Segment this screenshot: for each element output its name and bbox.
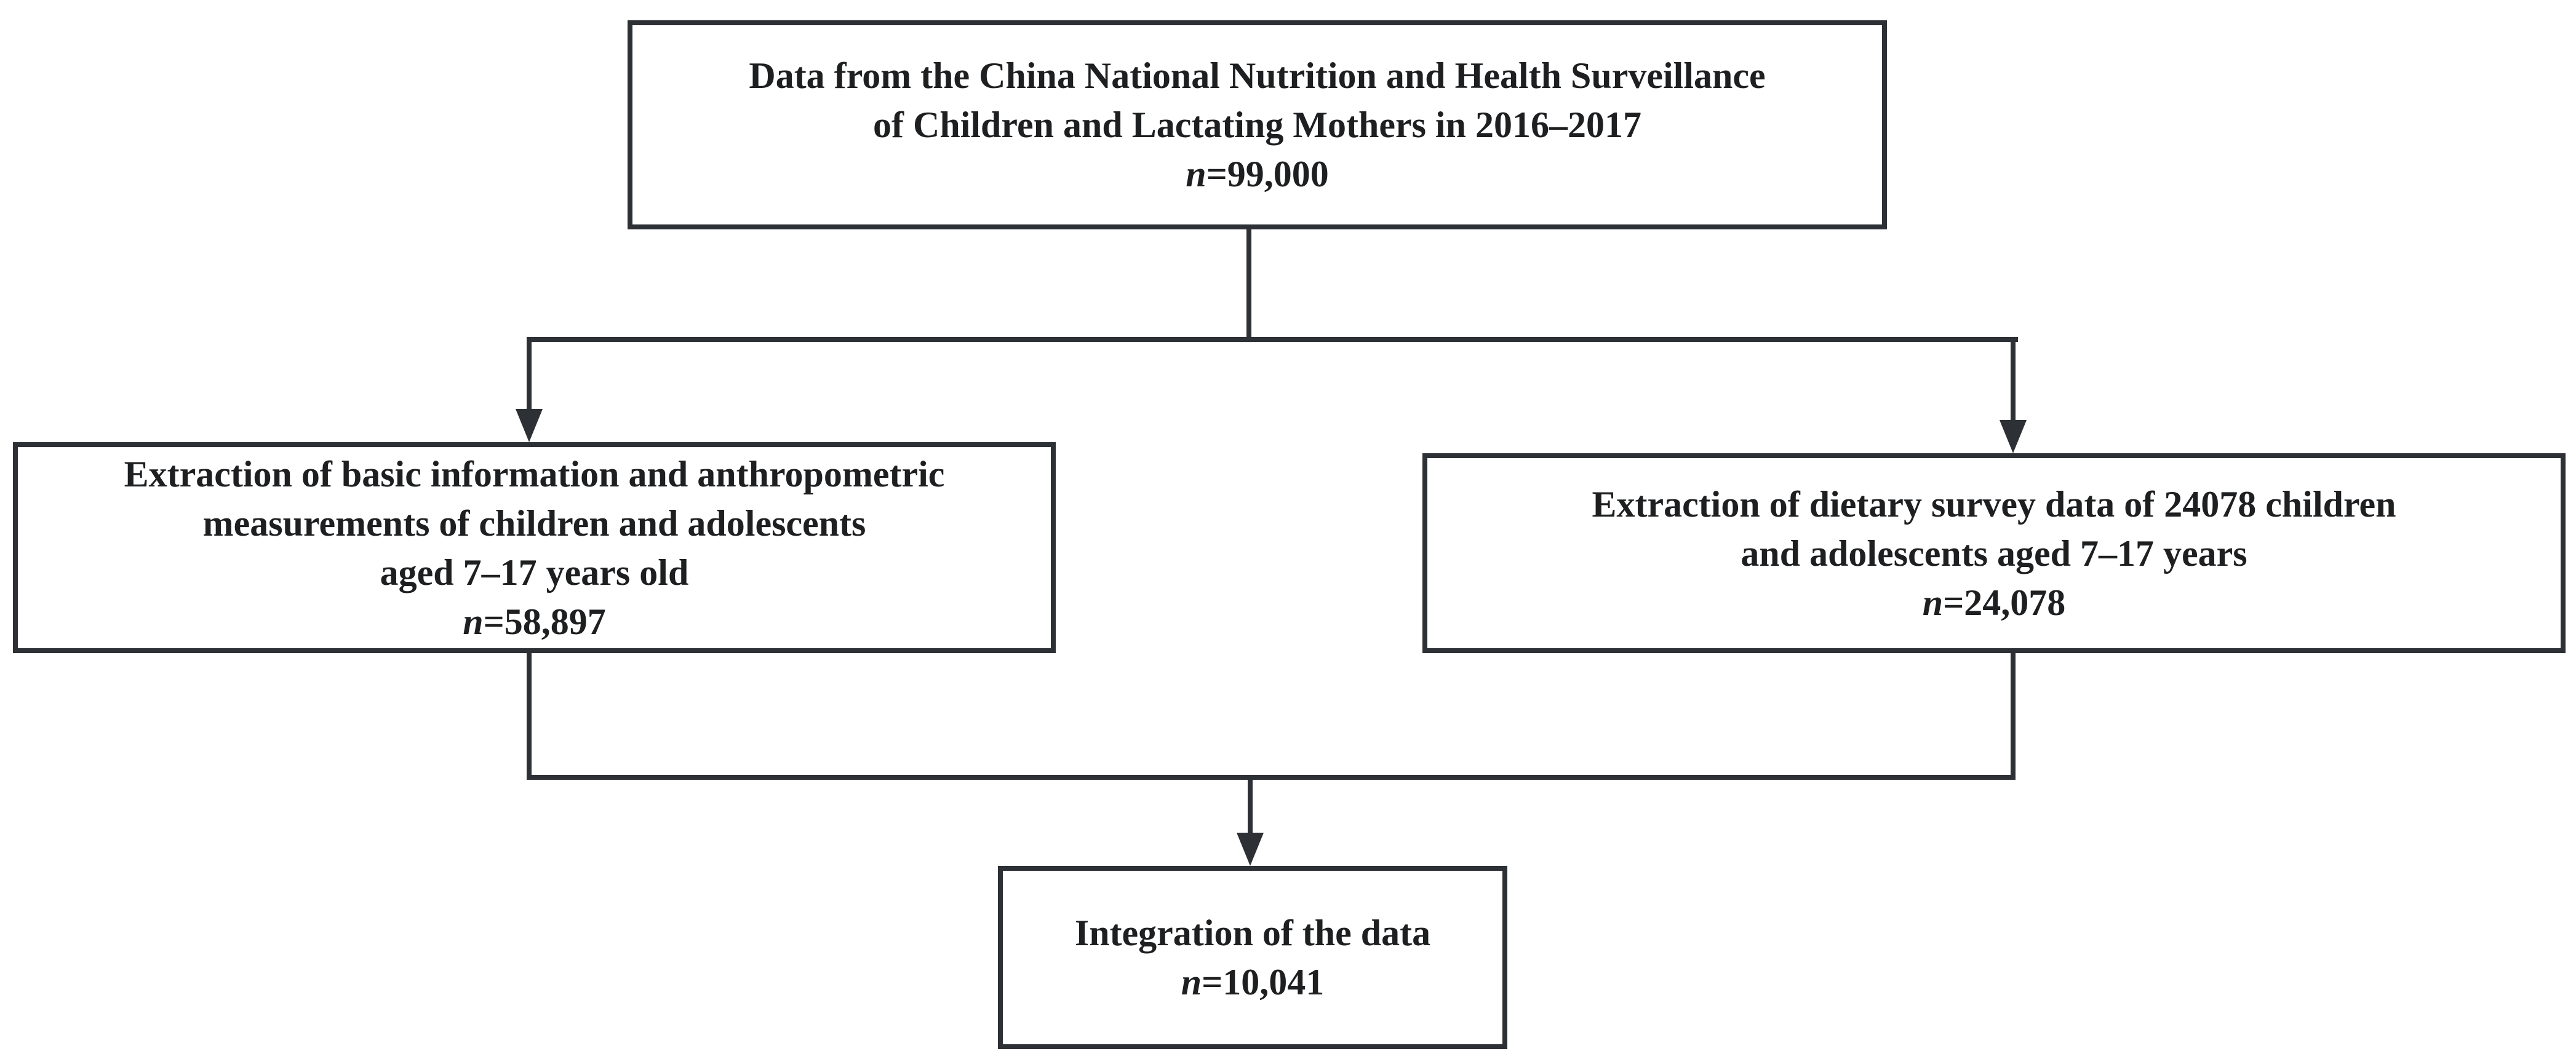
- arrow-down-icon: [1237, 833, 1264, 866]
- flow-node-anthropometric-extraction: Extraction of basic information and anth…: [13, 442, 1056, 653]
- connector-source-stem: [1246, 229, 1251, 342]
- node-text-line: Data from the China National Nutrition a…: [749, 55, 1766, 96]
- node-text-line: aged 7–17 years old: [380, 552, 689, 593]
- connector-merge-stem: [1248, 775, 1253, 835]
- n-variable: n: [1922, 582, 1944, 623]
- n-value: =58,897: [483, 601, 606, 642]
- sample-size-label: n=99,000: [1186, 149, 1329, 199]
- flow-node-integration: Integration of the data n=10,041: [998, 866, 1507, 1049]
- node-text-line: Extraction of basic information and anth…: [124, 453, 945, 494]
- n-value: =99,000: [1206, 154, 1329, 194]
- connector-right-outflow: [2011, 653, 2016, 780]
- connector-branch-bottom: [527, 775, 2016, 780]
- node-text-line: measurements of children and adolescents: [202, 502, 866, 544]
- node-text-line: and adolescents aged 7–17 years: [1741, 533, 2247, 574]
- arrow-down-icon: [2000, 420, 2027, 453]
- sample-size-label: n=24,078: [1923, 578, 2066, 627]
- n-value: =10,041: [1202, 962, 1325, 1002]
- node-text-line: of Children and Lactating Mothers in 201…: [873, 105, 1641, 145]
- node-text-line: Integration of the data: [1074, 913, 1431, 953]
- arrow-down-icon: [516, 409, 543, 442]
- sample-size-label: n=10,041: [1181, 958, 1325, 1007]
- connector-right-drop: [2011, 337, 2016, 422]
- n-variable: n: [463, 601, 484, 642]
- connector-left-outflow: [527, 653, 532, 780]
- connector-branch-top: [527, 337, 2018, 342]
- flow-node-dietary-extraction: Extraction of dietary survey data of 240…: [1422, 453, 2566, 653]
- n-value: =24,078: [1943, 582, 2066, 623]
- connector-left-drop: [527, 337, 532, 411]
- node-text-line: Extraction of dietary survey data of 240…: [1592, 483, 2396, 525]
- sample-size-label: n=58,897: [463, 597, 606, 646]
- flow-node-source-data: Data from the China National Nutrition a…: [628, 20, 1887, 229]
- n-variable: n: [1186, 154, 1206, 194]
- n-variable: n: [1181, 962, 1202, 1002]
